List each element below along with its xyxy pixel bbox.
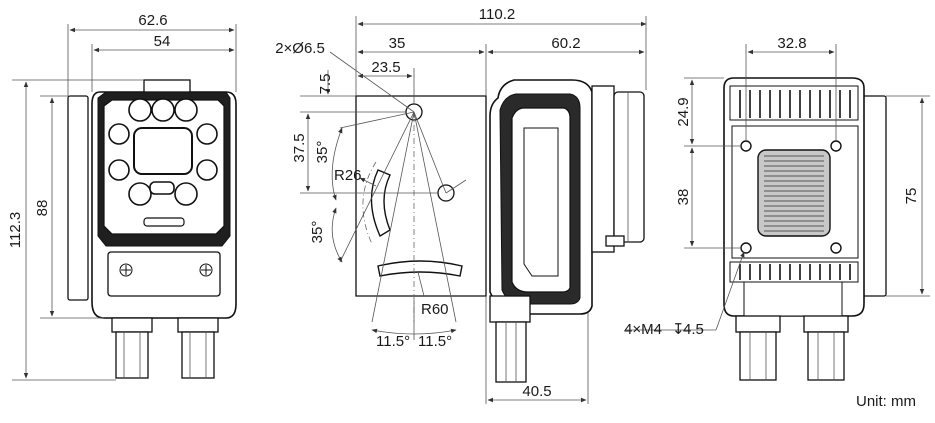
dim-overall-length: 110.2 bbox=[479, 6, 515, 23]
dim-slot-angle-right: 11.5° bbox=[418, 333, 452, 350]
bracket-arc-slot-bottom bbox=[377, 260, 463, 277]
rear-heatsink-ribs bbox=[764, 155, 824, 232]
dim-slot-radius-small: R26 bbox=[334, 167, 362, 184]
front-mount-plate bbox=[67, 95, 89, 301]
dim-bracket-holes: 2×Ø6.5 bbox=[275, 40, 325, 57]
side-connector-base bbox=[489, 295, 531, 323]
rear-fins-bottom bbox=[729, 261, 859, 283]
unit-label: Unit: mm bbox=[856, 393, 916, 410]
dim-rear-threads: 4×M4 bbox=[624, 321, 662, 338]
side-window-inner bbox=[523, 127, 559, 277]
dim-front-inner-width: 54 bbox=[154, 33, 171, 50]
side-rear-block bbox=[591, 85, 615, 253]
rear-dimensions bbox=[626, 44, 930, 331]
dim-side-body-length: 60.2 bbox=[551, 35, 580, 52]
dim-rear-hole-spacing-x: 32.8 bbox=[777, 35, 806, 52]
dim-slot-angle-lower: 35° bbox=[309, 221, 326, 244]
front-view: 62.6 54 112.3 88 bbox=[7, 12, 237, 381]
side-lens-barrel bbox=[613, 91, 645, 243]
side-window bbox=[511, 107, 571, 293]
dim-rear-hole-offset-y: 24.9 bbox=[675, 97, 692, 126]
front-indicator bbox=[149, 181, 175, 195]
front-slot bbox=[143, 217, 185, 227]
thread-depth-icon: ↧ bbox=[672, 321, 685, 338]
rear-mount-plate bbox=[861, 95, 887, 297]
rear-view: 32.8 24.9 38 75 4×M4 ↧ 4.5 bbox=[624, 35, 930, 381]
front-dimensions bbox=[12, 24, 237, 381]
rear-heatsink bbox=[757, 149, 831, 237]
dim-bracket-hole-offset-x: 23.5 bbox=[371, 59, 400, 76]
dim-front-total-width: 62.6 bbox=[138, 12, 167, 29]
front-led-ring bbox=[108, 98, 218, 206]
dim-side-body-bottom: 40.5 bbox=[522, 383, 551, 400]
front-lens bbox=[133, 127, 193, 175]
dim-slot-angle-left: 11.5° bbox=[376, 333, 410, 350]
bracket-construction bbox=[329, 51, 467, 340]
dim-rear-hole-spacing-y: 38 bbox=[675, 189, 692, 206]
dim-bracket-width: 35 bbox=[389, 35, 406, 52]
rear-fins-top bbox=[729, 85, 859, 121]
dim-bracket-hole-offset-y: 7.5 bbox=[317, 74, 334, 95]
front-connectors bbox=[111, 317, 219, 379]
rear-connectors bbox=[735, 281, 849, 381]
bracket-plate bbox=[355, 95, 487, 297]
front-top-tab bbox=[143, 79, 191, 93]
dim-front-body-height: 88 bbox=[34, 200, 51, 217]
bracket-dimensions bbox=[300, 16, 647, 404]
side-connector bbox=[495, 321, 527, 383]
screw-icon bbox=[119, 263, 213, 277]
dim-bracket-hole-spacing-y: 37.5 bbox=[291, 133, 308, 162]
dim-rear-thread-depth: 4.5 bbox=[683, 321, 704, 338]
bracket-arc-slot-left bbox=[370, 169, 391, 238]
dim-rear-height: 75 bbox=[903, 188, 920, 205]
side-view: 110.2 2×Ø6.5 35 60.2 23.5 7.5 37.5 35° 3… bbox=[275, 6, 647, 404]
front-cover-plate bbox=[107, 251, 221, 297]
dim-front-total-height: 112.3 bbox=[7, 212, 24, 248]
rear-thread-holes bbox=[740, 140, 842, 254]
dim-slot-radius-large: R60 bbox=[421, 301, 449, 318]
dim-slot-angle-upper: 35° bbox=[314, 141, 331, 164]
